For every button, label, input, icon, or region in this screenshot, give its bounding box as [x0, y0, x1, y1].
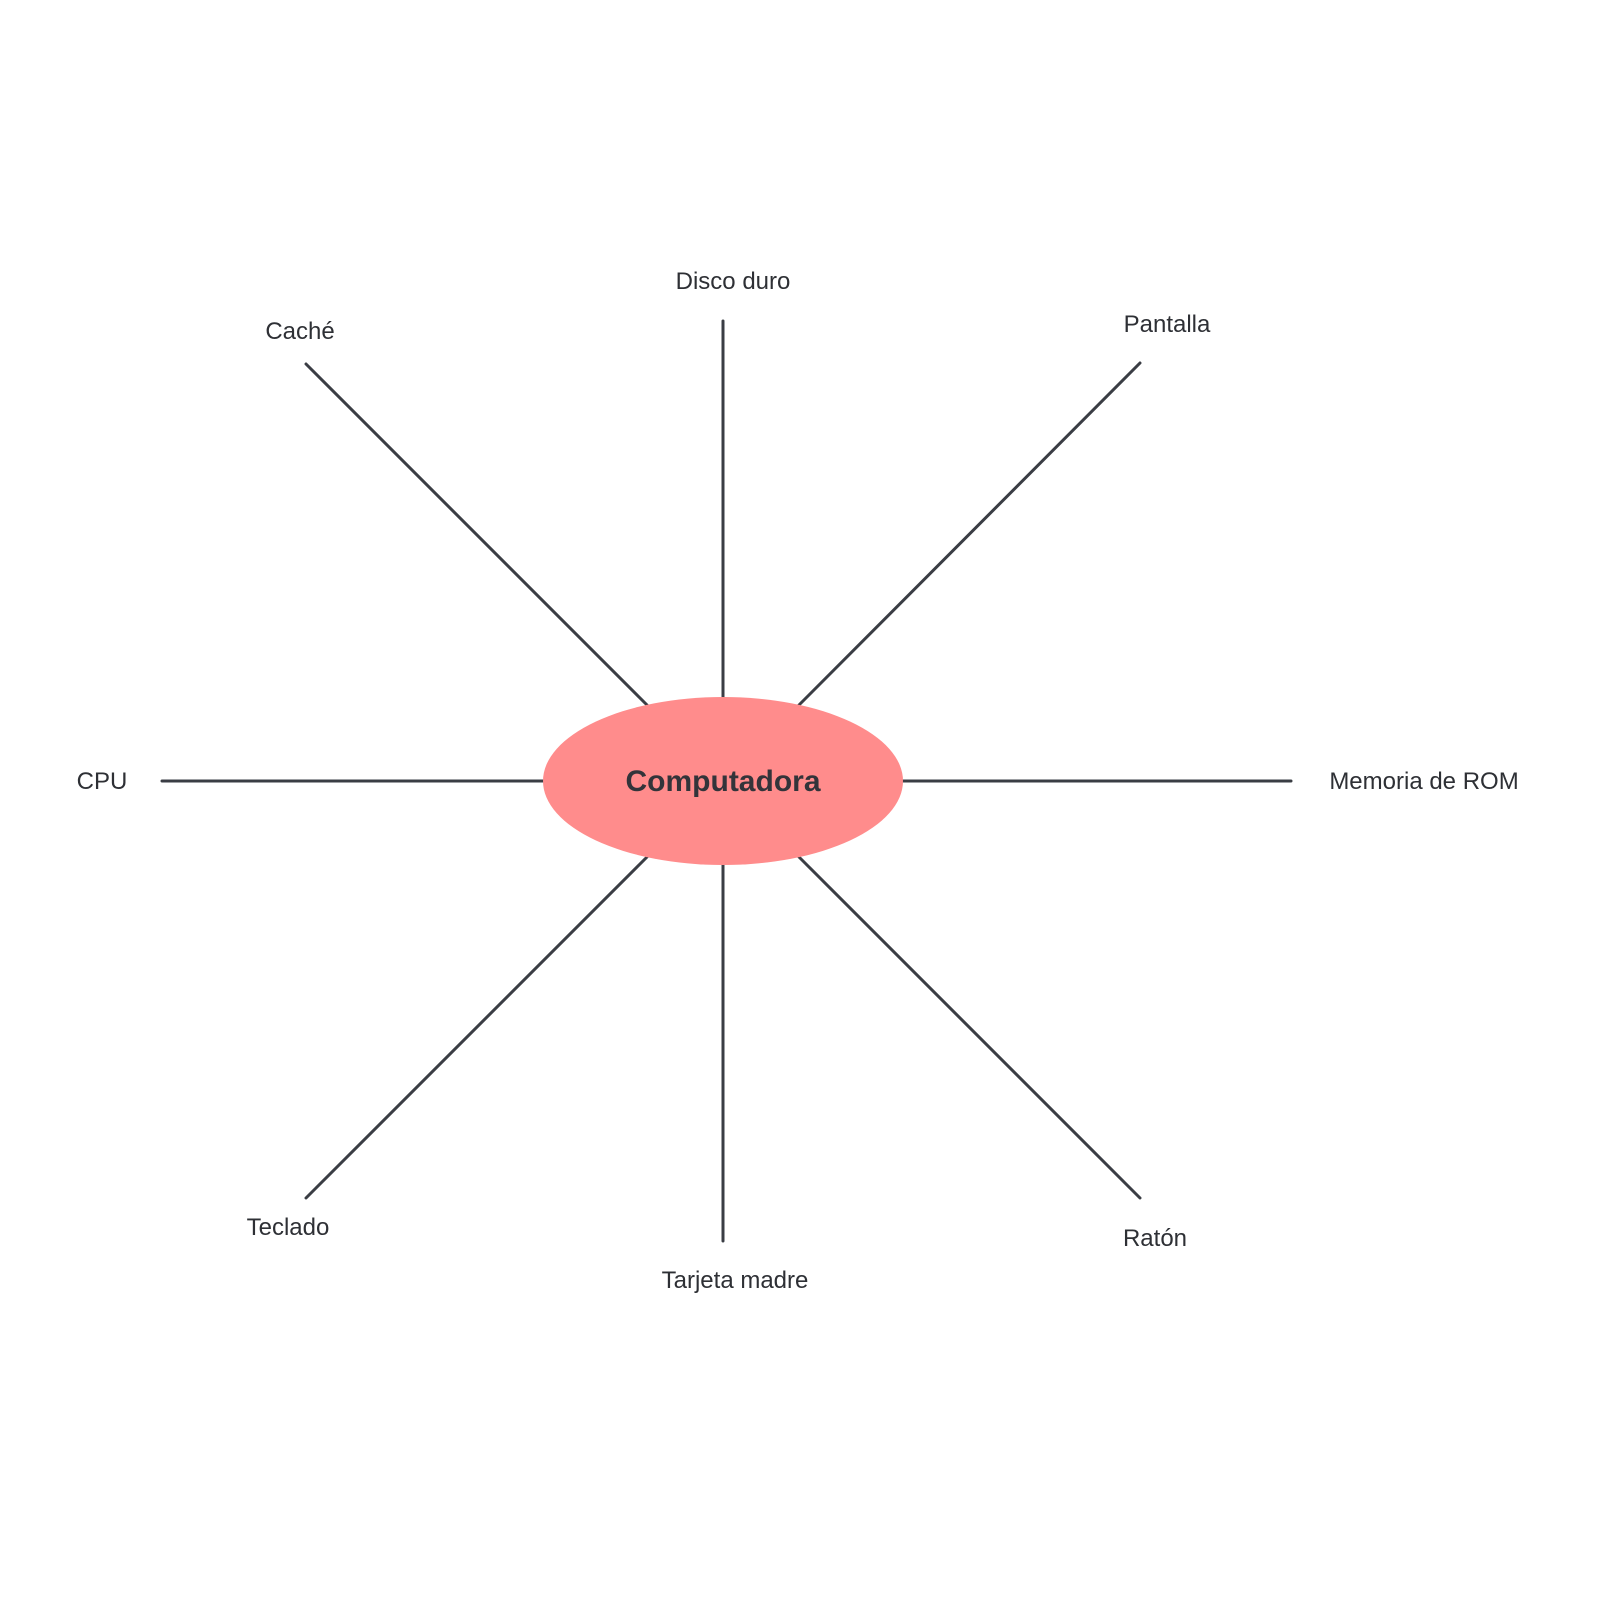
- edge-cache: [304, 362, 650, 708]
- node-cpu[interactable]: CPU: [77, 768, 128, 795]
- node-cache[interactable]: Caché: [265, 318, 334, 345]
- node-pantalla[interactable]: Pantalla: [1124, 311, 1211, 338]
- node-raton[interactable]: Ratón: [1123, 1225, 1187, 1252]
- center-node-label: Computadora: [626, 765, 821, 798]
- center-node[interactable]: [543, 697, 903, 865]
- edge-teclado: [304, 854, 650, 1200]
- node-tarjeta-madre[interactable]: Tarjeta madre: [662, 1267, 809, 1294]
- node-memoria-rom[interactable]: Memoria de ROM: [1329, 768, 1518, 795]
- edge-pantalla: [796, 361, 1142, 708]
- node-disco-duro[interactable]: Disco duro: [676, 268, 791, 295]
- edge-raton: [796, 854, 1142, 1200]
- node-teclado[interactable]: Teclado: [247, 1214, 330, 1241]
